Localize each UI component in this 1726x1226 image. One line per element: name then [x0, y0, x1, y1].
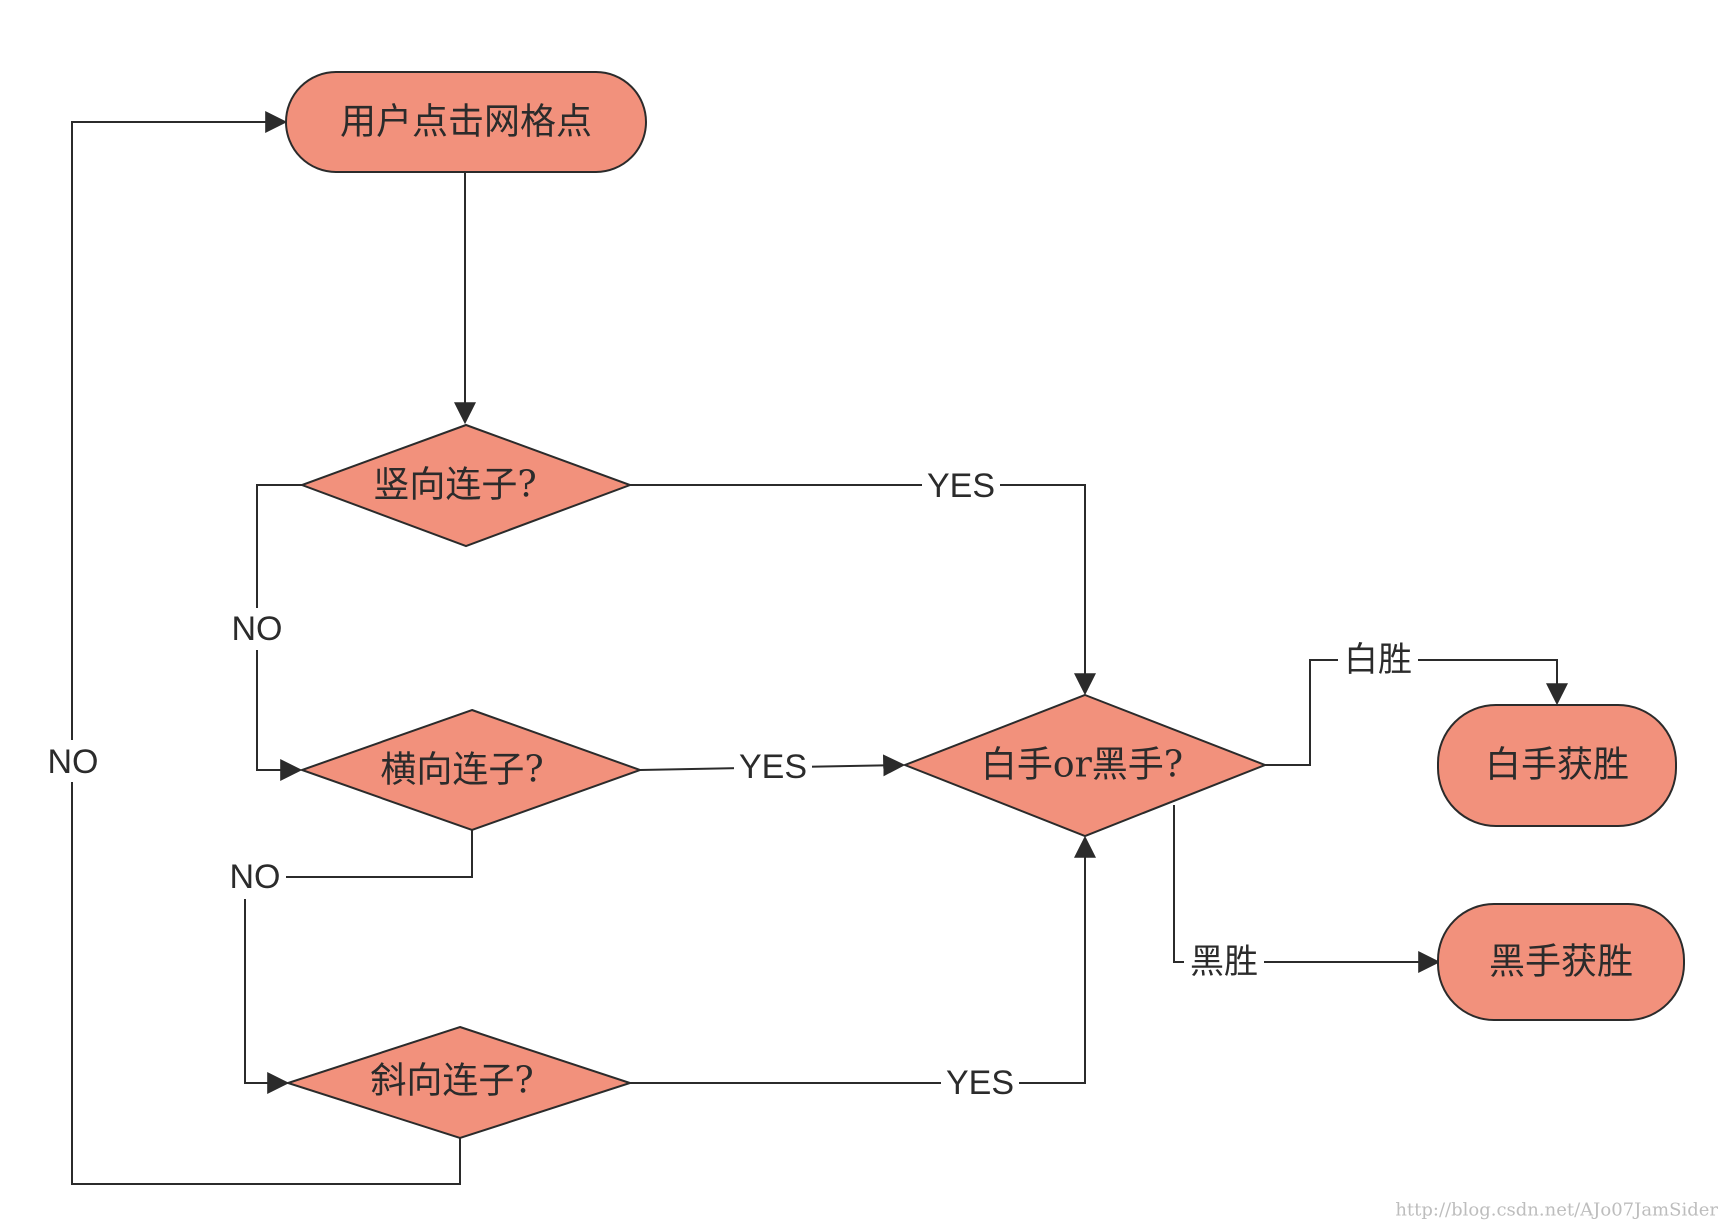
black-wins-label: 黑手获胜 — [1489, 942, 1633, 983]
diagonal-no-label: NO — [48, 743, 99, 781]
edges — [71, 111, 1568, 1185]
edge-black — [1173, 805, 1441, 973]
horizontal-check-label: 横向连子? — [380, 750, 543, 791]
diagonal-check-node — [284, 1025, 634, 1140]
edge-labels: YES NO YES NO YES NO 白胜 黑胜 — [42, 464, 1418, 1104]
color-check-label: 白手or黑手? — [981, 745, 1183, 786]
black-wins-node — [1437, 903, 1685, 1021]
edge-diagonal-yes — [630, 835, 1096, 1084]
node-labels: 用户点击网格点 竖向连子? 横向连子? 斜向连子? 白手or黑手? 白手获胜 黑… — [340, 102, 1633, 1102]
start-node-label: 用户点击网格点 — [340, 102, 592, 143]
diagonal-check-label: 斜向连子? — [370, 1061, 533, 1102]
vertical-check-label: 竖向连子? — [373, 465, 536, 506]
white-wins-node — [1437, 704, 1677, 827]
start-node — [285, 71, 647, 173]
horizontal-yes-label: YES — [739, 748, 807, 786]
white-wins-label: 白手获胜 — [1485, 745, 1629, 786]
vertical-no-label: NO — [232, 610, 283, 648]
vertical-yes-label: YES — [927, 467, 995, 505]
black-edge-label: 黑胜 — [1190, 942, 1258, 982]
edge-diagonal-no — [71, 111, 461, 1185]
nodes — [284, 71, 1685, 1140]
horizontal-check-node — [298, 708, 643, 832]
white-edge-label: 白胜 — [1344, 640, 1412, 680]
edge-white — [1265, 659, 1568, 766]
edge-vertical-yes — [630, 484, 1096, 696]
color-check-node — [902, 693, 1268, 838]
horizontal-no-label: NO — [230, 858, 281, 896]
watermark: http://blog.csdn.net/AJo07JamSider — [1395, 1200, 1718, 1221]
vertical-check-node — [299, 423, 633, 548]
diagonal-yes-label: YES — [946, 1064, 1014, 1102]
